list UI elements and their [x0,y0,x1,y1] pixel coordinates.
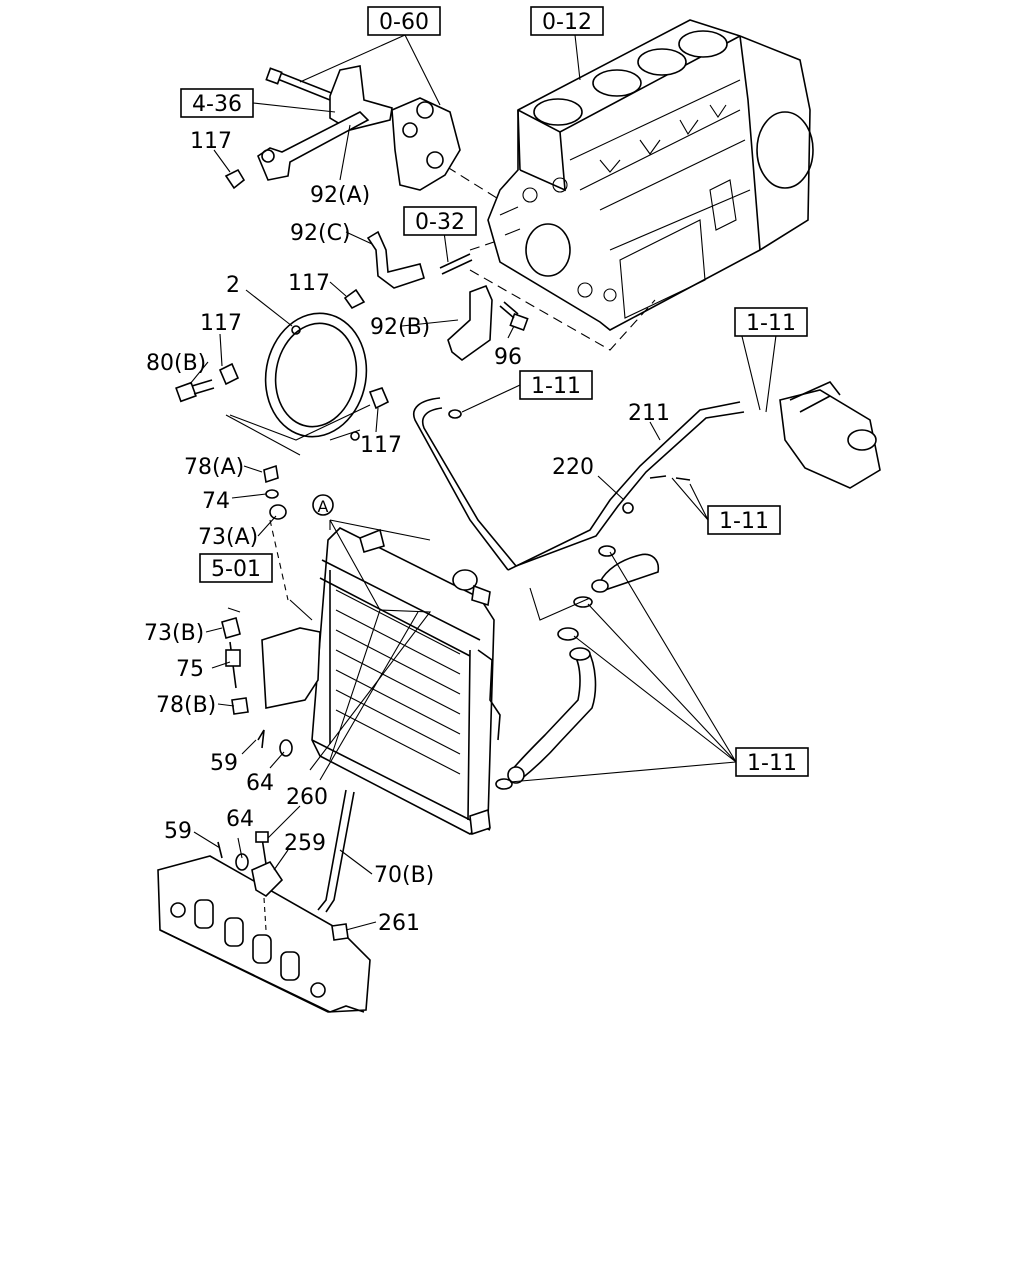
engine-block [487,19,814,331]
part-label-261: 261 [378,911,420,936]
ref-label: 0-12 [542,10,592,35]
ref-label: 1-11 [747,751,797,776]
part-label-92b: 92(B) [370,315,430,340]
part-label-259: 259 [284,831,326,856]
part-label-78b: 78(B) [156,693,216,718]
ref-box-5-01[interactable]: 5-01 [199,553,273,583]
part-label-260: 260 [286,785,328,810]
ref-label: 5-01 [211,557,261,582]
part-label-64: 64 [246,771,274,796]
part-label-78a: 78(A) [184,455,244,480]
ref-label: 1-11 [746,311,796,336]
cross-member [157,789,371,1013]
part-label-73b: 73(B) [144,621,204,646]
part-label-117: 117 [288,271,330,296]
ref-label: 4-36 [192,92,242,117]
ref-box-0-12[interactable]: 0-12 [530,6,604,36]
leader-lines [189,34,779,931]
ref-label: 0-60 [379,10,429,35]
callout-a-label: A [318,497,329,516]
ref-box-1-11-hoses[interactable]: 1-11 [735,747,809,777]
part-label-74: 74 [202,489,230,514]
mounting-brackets [224,65,529,362]
ref-box-0-32[interactable]: 0-32 [403,206,477,236]
part-label-117: 117 [200,311,242,336]
ref-box-1-11-reservoir[interactable]: 1-11 [734,307,808,337]
ref-box-4-36[interactable]: 4-36 [180,88,254,118]
part-label-117: 117 [190,129,232,154]
part-label-64: 64 [226,807,254,832]
ref-box-1-11-hose-clip[interactable]: 1-11 [519,370,593,400]
ref-label: 1-11 [719,509,769,534]
part-label-73a: 73(A) [198,525,258,550]
fan-shroud-ring [175,312,390,456]
part-label-2: 2 [226,273,240,298]
part-label-59: 59 [210,751,238,776]
ref-label: 0-32 [415,210,465,235]
ref-box-1-11-screws[interactable]: 1-11 [707,505,781,535]
part-label-92c: 92(C) [290,221,351,246]
part-label-220: 220 [552,455,594,480]
part-label-92a: 92(A) [310,183,370,208]
part-label-117: 117 [360,433,402,458]
part-label-59: 59 [164,819,192,844]
part-label-75: 75 [176,657,204,682]
part-label-80b: 80(B) [146,351,206,376]
radiator [311,527,501,836]
projection-lines [419,149,656,351]
ref-box-0-60[interactable]: 0-60 [367,6,441,36]
part-labels: 117 92(A) 92(C) 117 2 117 80(B) 92(B) 96… [144,129,670,936]
callout-a-circle [312,494,334,516]
mount-parts-left [221,464,321,757]
hoses [413,381,881,790]
part-label-96: 96 [494,345,522,370]
part-label-211: 211 [628,401,670,426]
part-label-70b: 70(B) [374,863,434,888]
ref-label: 1-11 [531,374,581,399]
